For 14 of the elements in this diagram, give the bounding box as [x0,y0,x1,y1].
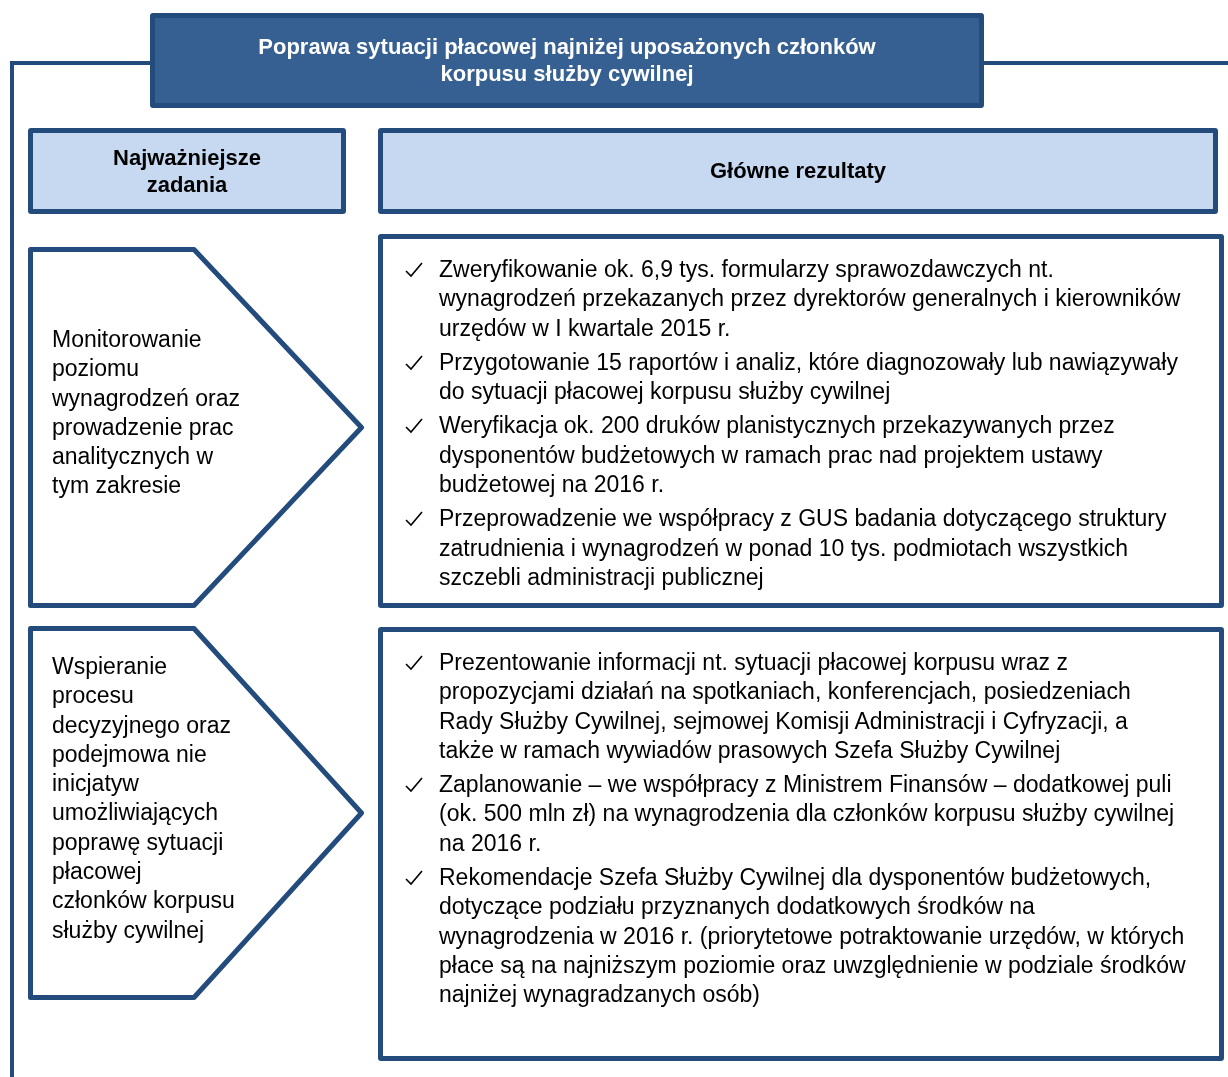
results-box [378,627,1224,1061]
header-box: Najważniejsze zadania [28,128,346,214]
result-text: Zweryfikowanie ok. 6,9 tys. formularzy sprawozdawczych nt. wynagrodzeń przekazanych przez dyrektorów generalnych i kierowników urzędów w I kwartale 2015 r. [439,256,1181,341]
result-text: Przygotowanie 15 raportów i analiz, które diagnozowały lub nawiązywały do sytuacji płacowej korpusu służby cywilnej [439,348,1178,405]
result-text: Zaplanowanie – we współpracy z Ministrem Finansów – dodatkowej puli (ok. 500 mln zł) na wynagrodzenia dla członków korpusu służby cywilnej na 2016 r. [439,771,1175,856]
title-box: Poprawa sytuacji płacowej najniżej uposażonych członków korpusu służby cywilnej [150,13,984,108]
result-text: Rekomendacje Szefa Służby Cywilnej dla dysponentów budżetowych, dotyczące podziału przyznanych dodatkowych środków na wynagrodzenia w 2016 r. (priorytetowe potraktowanie urzędów, w których płace są na najniższym poziomie oraz uwzględnienie w podziale środków najniżej wynagradzanych osób) [439,864,1186,1008]
task-text: Monitorowanie poziomu wynagrodzeń oraz prowadzenie prac analitycznych w tym zakresie [52,325,241,501]
task-text: Wspieranie procesu decyzyjnego oraz podejmowa nie inicjatyw umożliwiających poprawę sytuacji płacowej członków korpusu służby cywilnej [52,652,236,945]
result-text: Weryfikacja ok. 200 druków planistycznych przekazywanych przez dysponentów budżetowych w ramach prac nad projektem ustawy budżetowej na 2016 r. [439,412,1115,498]
result-text: Prezentowanie informacji nt. sytuacji płacowej korpusu wraz z propozycjami działań na spotkaniach, konferencjach, posiedzeniach Rady Służby Cywilnej, sejmowej Komisji Administracji i Cyfryzacji, a także w ramach wywiadów prasowych Szefa Służby Cywilnej [439,649,1131,763]
results-box [378,234,1224,608]
result-text: Przeprowadzenie we współpracy z GUS badania dotyczącego struktury zatrudnienia i wynagrodzeń w ponad 10 tys. podmiotach wszystkich szczebli administracji publicznej [439,505,1167,590]
header-box: Główne rezultaty [378,128,1218,214]
